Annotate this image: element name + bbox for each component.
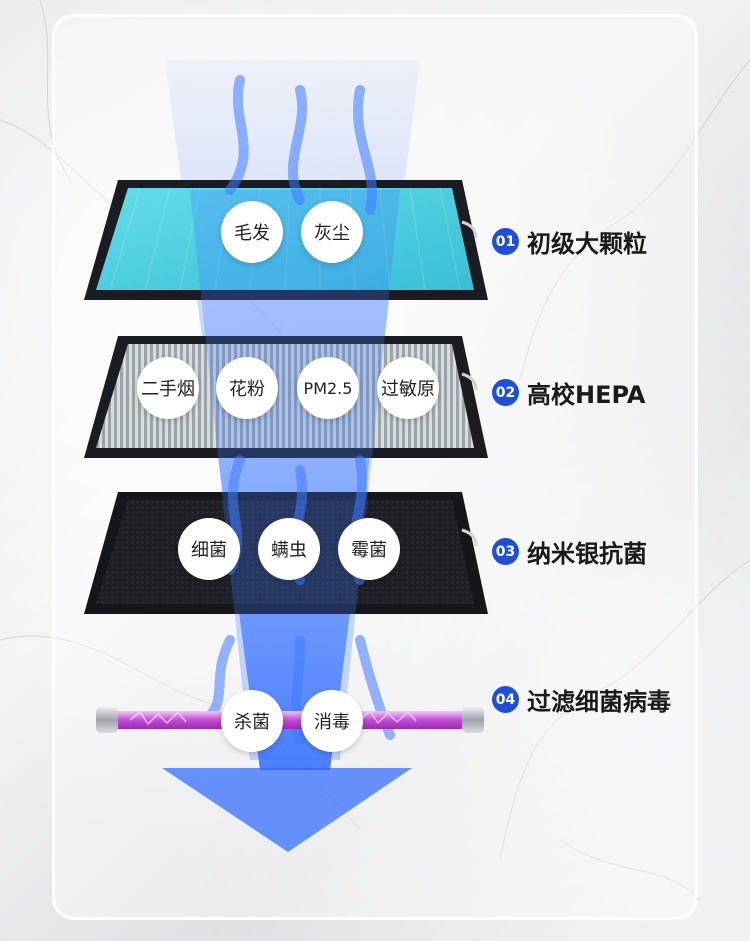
bubble-pm25: PM2.5 bbox=[297, 357, 359, 419]
bubble-secondhand-smoke: 二手烟 bbox=[137, 357, 199, 419]
filter-layer-1 bbox=[84, 180, 488, 300]
layer-title: 初级大颗粒 bbox=[527, 230, 647, 258]
uv-lamp bbox=[96, 707, 484, 733]
layer-label-4: 04 过滤细菌病毒 bbox=[492, 682, 671, 717]
layer-label-1: 01 初级大颗粒 bbox=[492, 224, 647, 259]
down-arrow bbox=[162, 768, 412, 852]
bubble-sterilize: 杀菌 bbox=[221, 690, 283, 752]
number-badge: 02 bbox=[492, 379, 519, 406]
number-badge: 04 bbox=[492, 686, 519, 713]
bubble-hair: 毛发 bbox=[221, 201, 283, 263]
bubble-bacteria: 细菌 bbox=[178, 518, 240, 580]
bubble-mites: 螨虫 bbox=[258, 518, 320, 580]
layer-title: 高校HEPA bbox=[527, 381, 646, 409]
layer-label-2: 02 高校HEPA bbox=[492, 375, 645, 410]
layer-label-3: 03 纳米银抗菌 bbox=[492, 534, 647, 569]
number-badge: 01 bbox=[492, 228, 519, 255]
bubble-mold: 霉菌 bbox=[338, 518, 400, 580]
bubble-dust: 灰尘 bbox=[301, 201, 363, 263]
bubble-allergen: 过敏原 bbox=[377, 357, 439, 419]
layer-title: 过滤细菌病毒 bbox=[527, 688, 671, 716]
bubble-disinfect: 消毒 bbox=[301, 690, 363, 752]
layer-title: 纳米银抗菌 bbox=[527, 540, 647, 568]
number-badge: 03 bbox=[492, 538, 519, 565]
bubble-pollen: 花粉 bbox=[216, 357, 278, 419]
